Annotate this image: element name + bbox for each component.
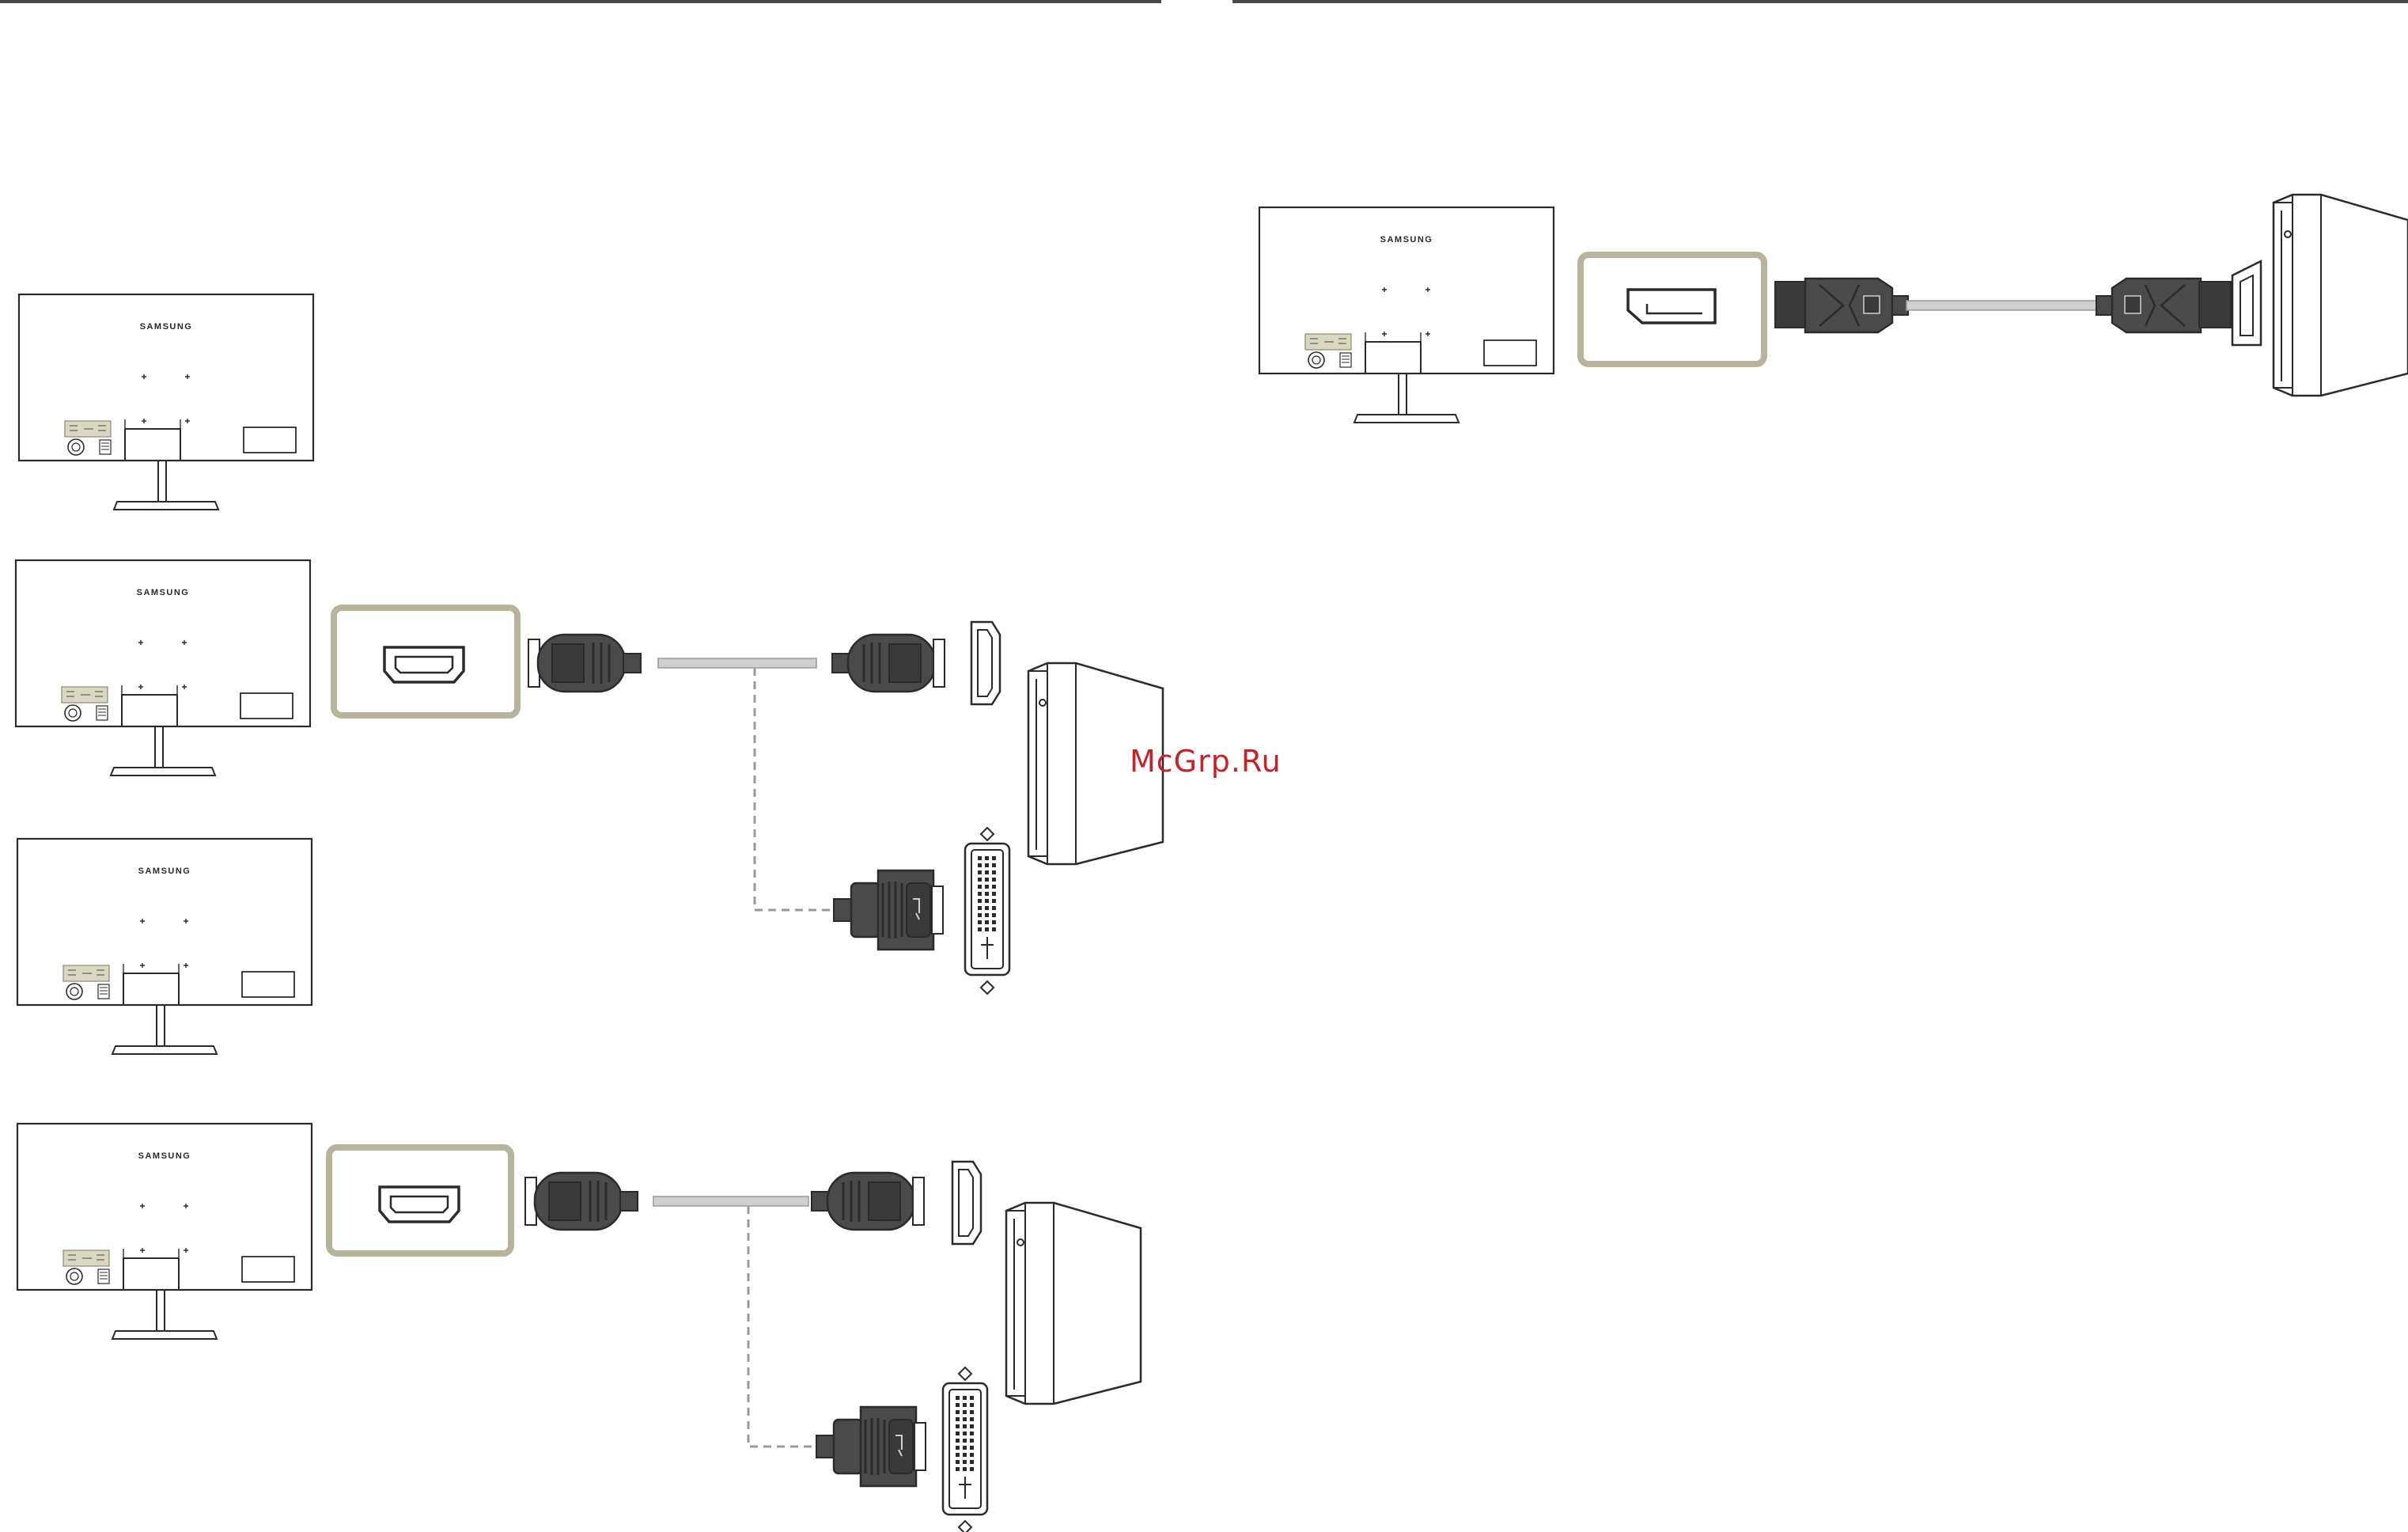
hdmi-icon	[384, 647, 464, 682]
hdmi-port-icon	[971, 622, 1000, 704]
hdmi-port-frame	[329, 1147, 511, 1253]
alternate-cable-path	[748, 1206, 815, 1447]
hdmi-cable	[528, 635, 945, 692]
top-rule-left	[0, 0, 1161, 3]
displayport-port-frame	[1581, 255, 1764, 364]
pc-tower-icon	[1006, 1203, 1141, 1404]
hdmi-port-icon	[952, 1162, 981, 1244]
hdmi-cable	[525, 1173, 924, 1230]
hdmi-icon	[380, 1187, 459, 1222]
top-rule-right	[1232, 0, 2408, 3]
monitor-rear-view	[17, 1124, 312, 1339]
displayport-cable	[1775, 279, 2231, 332]
monitor-rear-view	[17, 839, 312, 1054]
alternate-cable-path	[755, 668, 832, 910]
displayport-icon	[1628, 290, 1715, 323]
monitor-rear-view	[1259, 207, 1554, 423]
pc-tower-icon	[2274, 195, 2408, 396]
monitor-rear-view	[16, 560, 310, 775]
watermark: McGrp.Ru	[1130, 744, 1282, 779]
dvi-icon	[965, 828, 1009, 994]
hdmi-port-frame	[334, 608, 517, 715]
dvi-plug-icon	[816, 1407, 926, 1486]
monitor-rear-view	[19, 294, 313, 510]
displayport-socket-icon	[2232, 261, 2261, 345]
dvi-icon	[943, 1367, 987, 1532]
dvi-plug-icon	[834, 870, 943, 950]
